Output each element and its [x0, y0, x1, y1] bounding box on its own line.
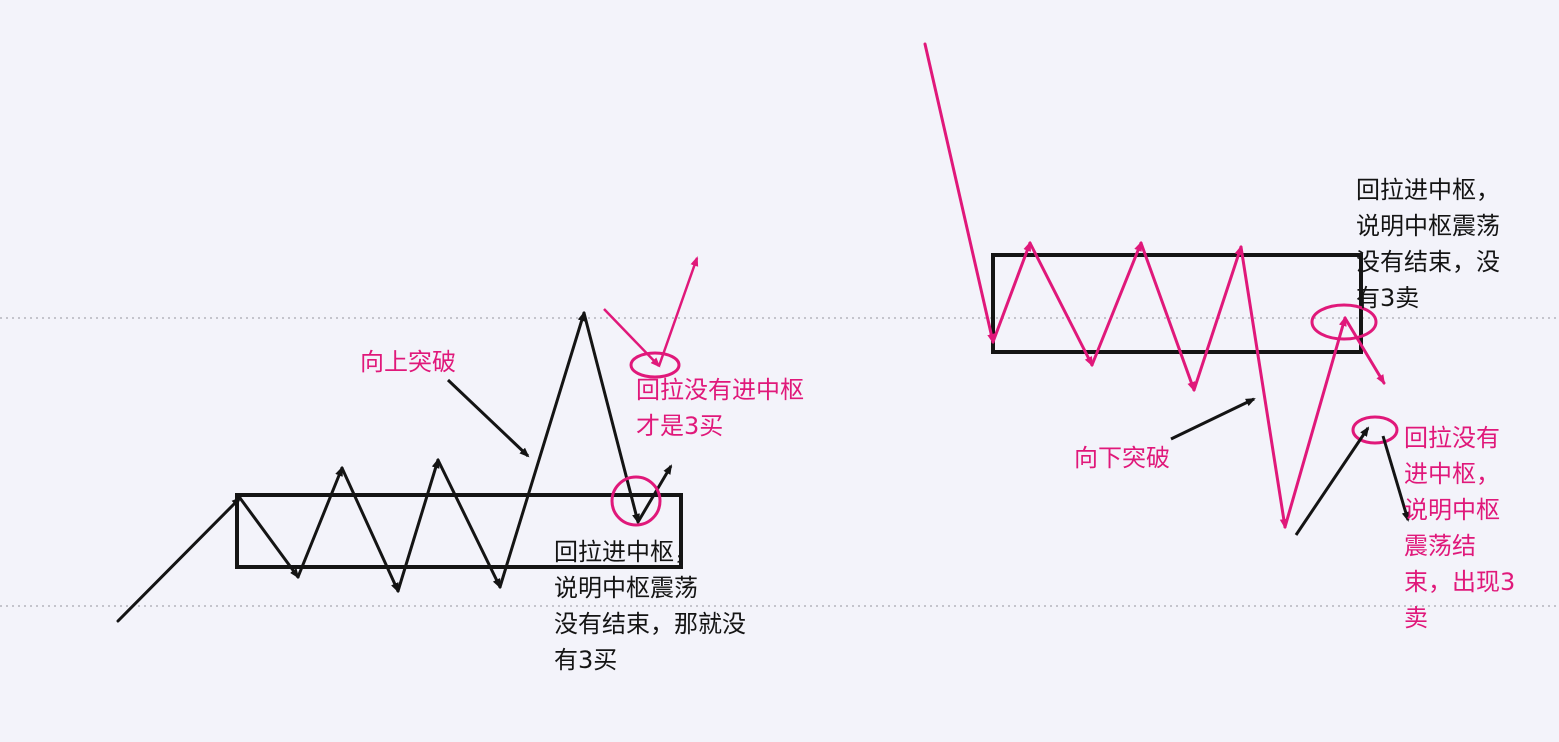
label-line: 有3卖 — [1356, 284, 1420, 312]
zhongshu-box — [235, 493, 683, 569]
price-path-segment — [923, 42, 996, 344]
label-breakdown: 向下突破 — [1074, 440, 1170, 476]
label-pullback-no-third-buy: 回拉进中枢， 说明中枢震荡没有结束，那就没有3买 — [554, 534, 746, 678]
right-diagram-third-sell — [923, 42, 1410, 536]
price-path-segment — [340, 466, 400, 593]
price-path-segment — [1139, 241, 1196, 392]
pink-rally-arrow — [657, 256, 699, 367]
third-buy-circle — [629, 351, 681, 379]
pullback-continue-arrow — [636, 464, 673, 523]
breakdown-pointer-arrow — [1170, 397, 1256, 441]
price-path-segment — [1239, 245, 1288, 529]
label-line: 向下突破 — [1074, 444, 1170, 472]
price-path-segment — [582, 311, 640, 524]
label-line: 没有结束，那就没 — [554, 610, 746, 638]
label-line: 回拉进中枢， — [554, 538, 698, 566]
label-no-pullback-third-buy: 回拉没有进中枢才是3买 — [636, 372, 804, 444]
label-line: 卖 — [1404, 604, 1428, 632]
label-line: 回拉进中枢， — [1356, 176, 1500, 204]
pullback-into-zs-circle — [610, 475, 662, 527]
price-path-segment — [296, 466, 344, 579]
label-breakout-up: 向上突破 — [360, 344, 456, 380]
price-path-segment — [116, 496, 242, 623]
zhongshu-box — [991, 253, 1363, 354]
breakout-pointer-arrow — [446, 378, 530, 458]
gridlines — [0, 317, 1559, 607]
price-path-segment — [238, 496, 300, 579]
price-path-segment — [396, 458, 440, 593]
price-path-segment — [991, 241, 1032, 344]
third-sell-circle — [1351, 415, 1399, 445]
price-path-segment — [498, 311, 586, 589]
left-diagram-third-buy — [116, 256, 699, 623]
price-path-segment — [1028, 241, 1094, 367]
label-no-pullback-third-sell: 回拉没有进中枢， 说明中枢震荡结束，出现3 卖 — [1404, 420, 1515, 636]
pullback-into-zs-circle — [1310, 303, 1378, 341]
label-line: 束，出现3 — [1404, 568, 1516, 596]
pink-pullback-arrow — [603, 308, 661, 368]
label-line: 进中枢， — [1404, 460, 1500, 488]
label-line: 说明中枢震荡 — [1356, 212, 1500, 240]
label-line: 才是3买 — [636, 412, 724, 440]
price-path-segment — [1192, 245, 1243, 392]
label-line: 向上突破 — [360, 348, 456, 376]
label-pullback-no-third-sell: 回拉进中枢， 说明中枢震荡没有结束，没有3卖 — [1356, 172, 1500, 316]
label-line: 回拉没有进中枢 — [636, 376, 804, 404]
rebound-arrow — [1294, 426, 1370, 536]
label-line: 震荡结 — [1404, 532, 1476, 560]
price-path-segment — [1343, 316, 1386, 385]
label-line: 说明中枢 — [1404, 496, 1500, 524]
label-line: 有3买 — [554, 646, 618, 674]
continue-down-arrow — [1381, 435, 1410, 522]
price-path-segment — [436, 458, 502, 589]
label-line: 回拉没有 — [1404, 424, 1500, 452]
label-line: 没有结束，没 — [1356, 248, 1500, 276]
price-path-segment — [1090, 241, 1143, 367]
label-line: 说明中枢震荡 — [554, 574, 698, 602]
price-path-segment — [1283, 316, 1347, 529]
